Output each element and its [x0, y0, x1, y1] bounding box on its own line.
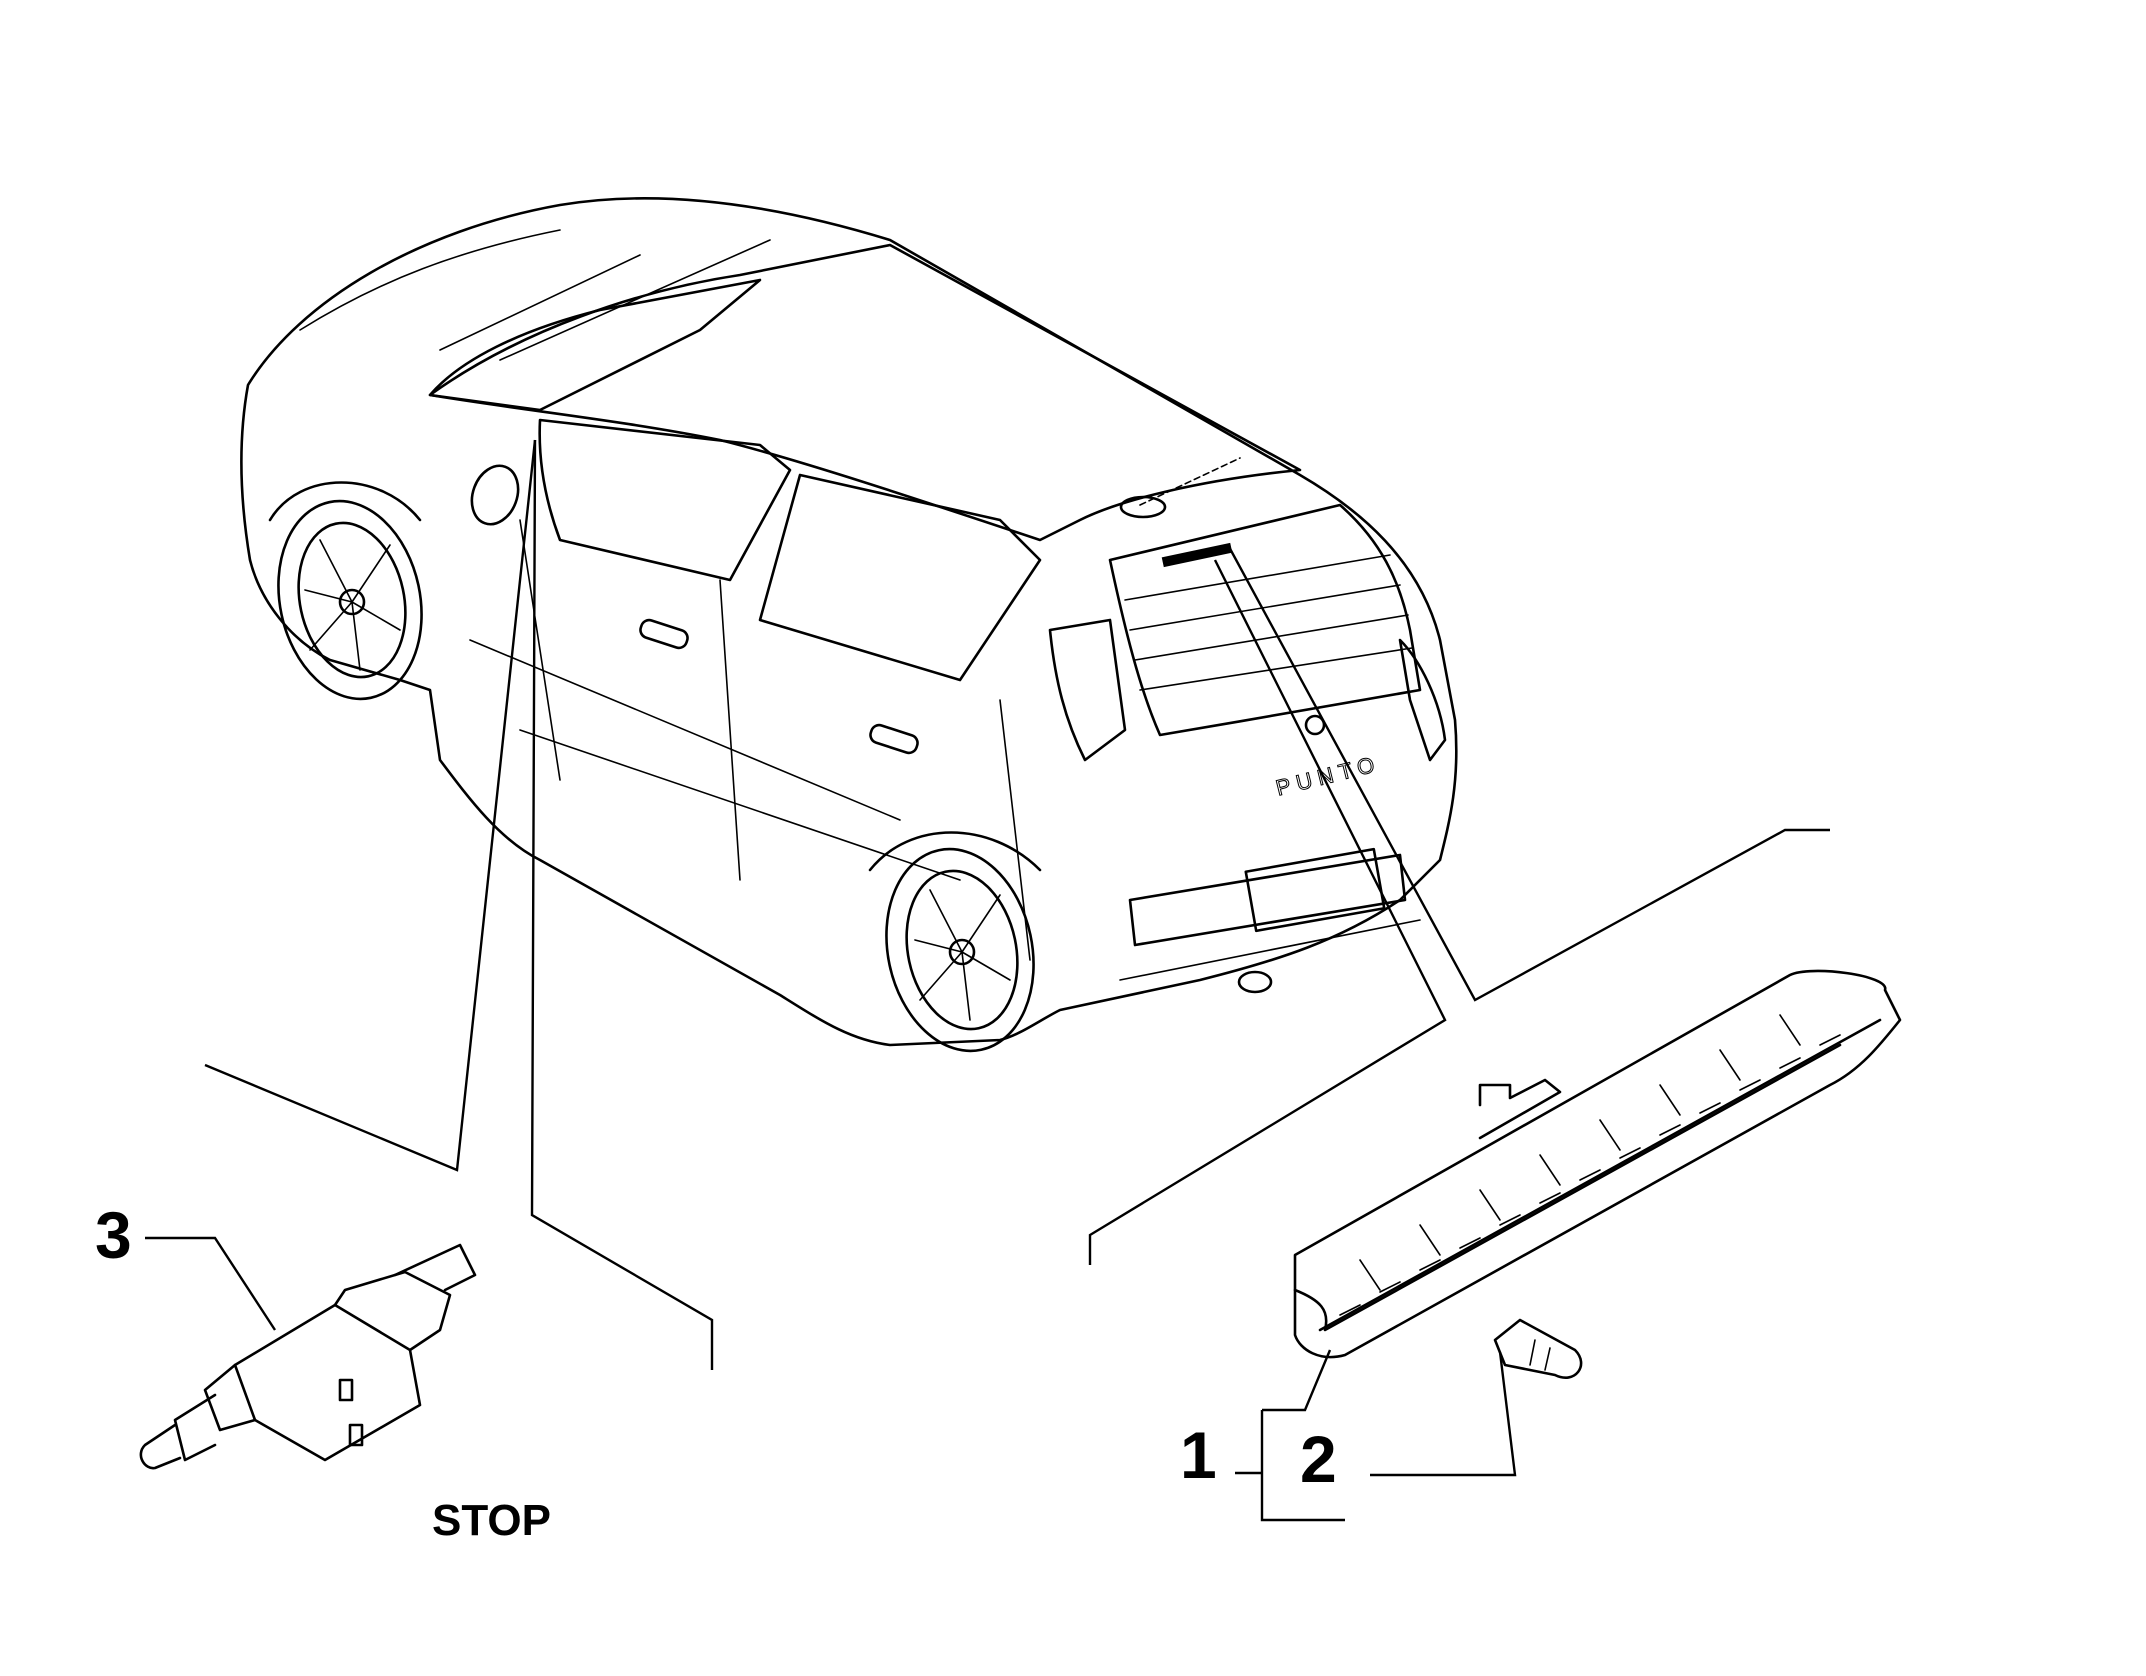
callout-2: 2 [1300, 1422, 1337, 1496]
stop-label: STOP [432, 1496, 551, 1545]
car-illustration: PUNTO [240, 197, 1458, 1053]
leader-3 [145, 1236, 277, 1331]
rear-badge: PUNTO [1273, 751, 1382, 801]
stop-switch-part [139, 1243, 477, 1470]
leader-lines [204, 439, 1830, 1370]
bracket-1 [1235, 1349, 1345, 1522]
callout-1: 1 [1180, 1418, 1217, 1492]
front-wheel [277, 499, 423, 701]
callout-3: 3 [95, 1198, 132, 1272]
car-third-brake-light [1161, 542, 1233, 568]
rear-wheel [885, 847, 1035, 1053]
bulb-part [1493, 1318, 1583, 1379]
led-segments [1339, 1014, 1841, 1316]
rear-window-lines [1124, 554, 1413, 691]
third-brake-light-part [1293, 969, 1902, 1359]
callouts: 3 STOP 1 2 [95, 1198, 1517, 1545]
leader-2 [1370, 1351, 1517, 1477]
